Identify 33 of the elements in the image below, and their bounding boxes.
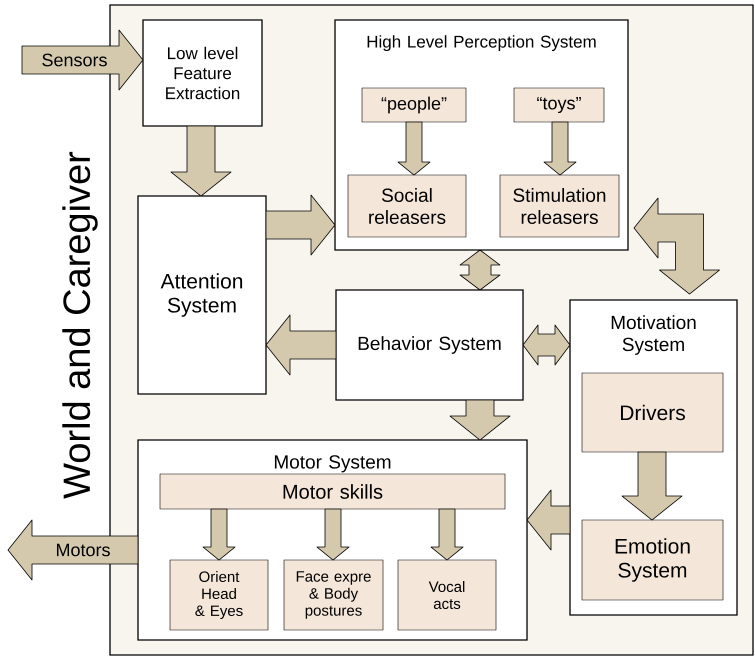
block-arrow <box>526 490 570 550</box>
arrow-label: Sensors <box>40 52 109 68</box>
block-arrow <box>460 250 500 290</box>
block-arrow <box>170 126 232 196</box>
block-arrow <box>450 400 510 440</box>
block-arrow <box>634 198 720 294</box>
arrow-label: Motors <box>54 542 112 558</box>
module-box: Vocal acts <box>398 560 496 630</box>
system-box: Low level Feature Extraction <box>142 19 263 127</box>
block-arrow <box>202 508 236 560</box>
module-box: Motor skills <box>160 474 506 510</box>
module-box: Drivers <box>582 372 724 452</box>
system-box: Attention System <box>137 195 267 395</box>
box-heading: Motivation System <box>612 315 696 355</box>
block-arrow <box>266 314 336 376</box>
block-arrow <box>522 324 570 366</box>
block-arrow <box>398 122 430 176</box>
block-arrow <box>544 122 576 176</box>
module-box: Emotion System <box>582 520 724 600</box>
module-box: Social releasers <box>348 174 466 238</box>
block-arrow <box>266 194 336 256</box>
module-box: “people” <box>362 88 466 122</box>
module-box: Face expre & Body postures <box>284 560 384 630</box>
box-heading: High Level Perception System <box>368 35 596 52</box>
block-arrow <box>622 452 682 520</box>
module-box: “toys” <box>514 88 604 122</box>
vertical-heading: World and Caregiver <box>62 152 98 499</box>
block-arrow <box>430 508 464 560</box>
system-box: Behavior System <box>335 289 524 401</box>
module-box: Orient Head & Eyes <box>170 560 268 630</box>
block-arrow <box>316 508 350 560</box>
module-box: Stimulation releasers <box>500 174 620 238</box>
box-heading: Motor System <box>274 455 390 472</box>
